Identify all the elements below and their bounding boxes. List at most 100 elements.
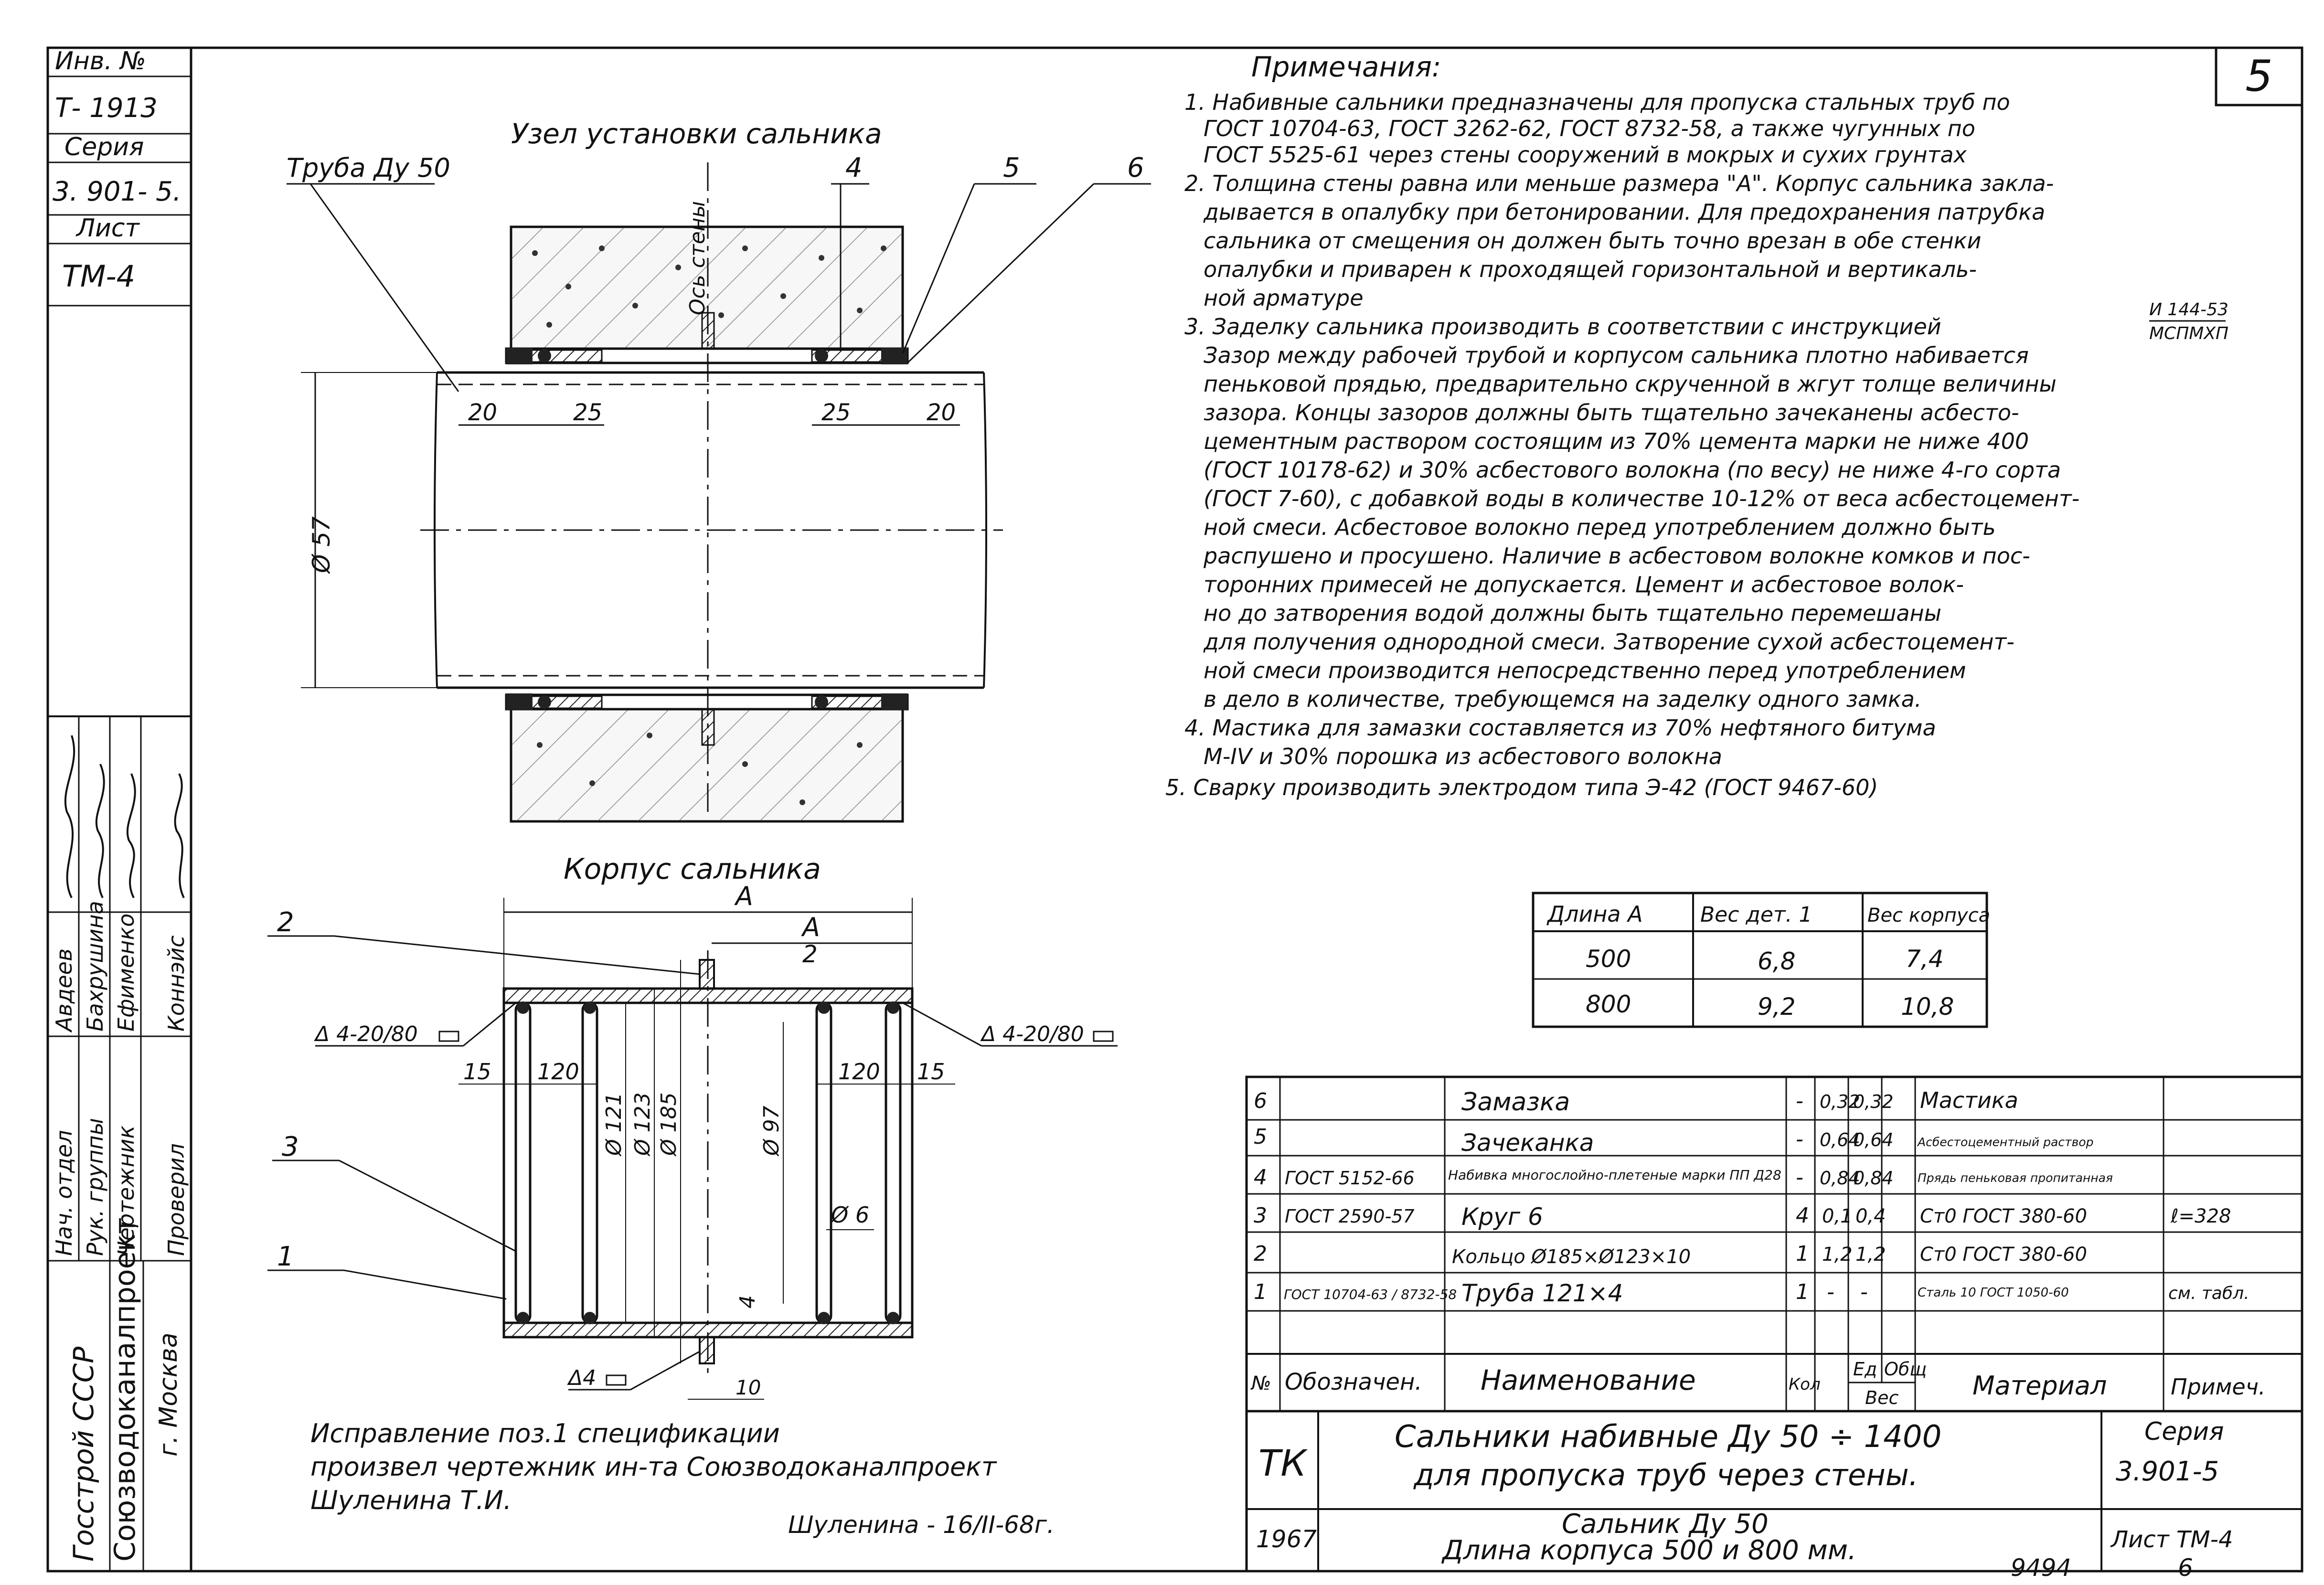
dim-20-left: 20 xyxy=(468,399,497,426)
title-block: ТК 1967 Сальники набивные Ду 50 ÷ 1400 д… xyxy=(1245,1410,2303,1573)
spec-w1: 0,1 xyxy=(1822,1205,1853,1227)
note-line-15: (ГОСТ 7-60), с добавкой воды в количеств… xyxy=(1204,486,2079,511)
spec-qty: 1 xyxy=(1796,1280,1809,1304)
spec-qty: - xyxy=(1796,1165,1803,1190)
sheet-value: ТМ-4 xyxy=(62,259,135,294)
weight-cell: 9,2 xyxy=(1758,993,1796,1021)
series-value: 3. 901- 5. xyxy=(53,176,181,207)
spec-qty: - xyxy=(1796,1089,1803,1113)
title-year: 1967 xyxy=(1256,1525,1317,1553)
spec-header-w1: Ед xyxy=(1853,1359,1877,1380)
note-line-7: опалубки и приварен к проходящей горизон… xyxy=(1204,256,1977,282)
spec-w1: 0,84 xyxy=(1820,1168,1860,1189)
callout-3: 3 xyxy=(282,1131,299,1162)
dim-25-left: 25 xyxy=(573,399,602,426)
spec-w1: 0,64 xyxy=(1820,1129,1860,1150)
title-series-label: Серия xyxy=(2144,1417,2224,1446)
spec-material: Сталь 10 ГОСТ 1050-60 xyxy=(1918,1286,2069,1300)
spec-w2: 1,2 xyxy=(1855,1244,1886,1266)
spec-header-pos: № xyxy=(1250,1372,1271,1394)
note-line-18: торонних примесей не допускается. Цемент… xyxy=(1204,572,1964,597)
spec-material: Прядь пеньковая пропитанная xyxy=(1918,1171,2113,1185)
dim-4: 4 xyxy=(736,1295,760,1308)
spec-material: Мастика xyxy=(1920,1087,2018,1113)
body-title: Корпус сальника xyxy=(564,852,821,886)
callout-5: 5 xyxy=(1003,152,1020,183)
spec-header-w2: Общ xyxy=(1884,1359,1927,1380)
dim-d6: Ø 6 xyxy=(830,1202,869,1228)
spec-pos: 5 xyxy=(1254,1125,1267,1149)
page-number-box: 5 xyxy=(2215,46,2303,106)
spec-w2: 0,84 xyxy=(1853,1168,1894,1189)
dim-120-left: 120 xyxy=(537,1059,579,1085)
subtitle-line-1: Сальник Ду 50 xyxy=(1562,1509,1769,1540)
spec-doc: ГОСТ 5152-66 xyxy=(1285,1168,1415,1189)
signer-name-2: Бахрушина xyxy=(82,901,108,1032)
installation-title: Узел установки сальника xyxy=(511,117,882,150)
dim-15-right: 15 xyxy=(917,1059,945,1085)
spec-note: см. табл. xyxy=(2168,1284,2249,1303)
dim-d121: Ø 121 xyxy=(602,1092,626,1157)
spec-material: Ст0 ГОСТ 380-60 xyxy=(1920,1244,2087,1266)
weight-header-part: Вес дет. 1 xyxy=(1700,903,1812,927)
weight-cell: 10,8 xyxy=(1901,993,1954,1021)
signer-role-1: Нач. отдел xyxy=(51,1130,77,1256)
note-line-13: цементным раствором состоящим из 70% цем… xyxy=(1204,428,2029,454)
spec-header-material: Материал xyxy=(1972,1371,2107,1401)
spec-table: 6 Замазка - 0,32 0,32 Мастика 5 Зачеканк… xyxy=(1245,1075,2303,1413)
spec-doc: ГОСТ 10704-63 / 8732-58 xyxy=(1284,1287,1457,1302)
weight-cell: 800 xyxy=(1586,990,1631,1018)
weight-cell: 6,8 xyxy=(1758,947,1796,975)
org-city: г. Москва xyxy=(154,1332,183,1457)
sidebar-stamp: Инв. № Т- 1913 Серия 3. 901- 5. Лист ТМ-… xyxy=(47,47,192,1572)
signatures xyxy=(64,735,185,898)
org-soyuzvodokanalproekt: Союзводоканалпроект xyxy=(108,1217,142,1562)
signer-role-2: Рук. группы xyxy=(82,1118,108,1256)
body-view: Корпус сальника А А 2 xyxy=(267,852,1118,1400)
signer-role-4: Проверил xyxy=(163,1143,189,1256)
dim-2: 2 xyxy=(802,940,818,968)
note-line-22: в дело в количестве, требующемся на заде… xyxy=(1204,686,1921,712)
note-line-4: 2. Толщина стены равна или меньше размер… xyxy=(1184,170,2054,196)
page-number: 5 xyxy=(2245,51,2272,101)
dim-a-half: А xyxy=(801,912,820,942)
weight-cell: 500 xyxy=(1586,945,1631,973)
footer-number: 9494 xyxy=(2011,1554,2071,1582)
note-line-5: дывается в опалубку при бетонировании. Д… xyxy=(1203,199,2045,225)
inv-value: Т- 1913 xyxy=(55,93,158,124)
dim-15-left: 15 xyxy=(463,1059,491,1085)
spec-name: Круг 6 xyxy=(1461,1203,1543,1231)
callout-2: 2 xyxy=(277,907,294,938)
note-line-20: для получения однородной смеси. Затворен… xyxy=(1203,629,2015,655)
dim-d185: Ø 185 xyxy=(657,1092,681,1157)
title-series-value: 3.901-5 xyxy=(2116,1456,2219,1487)
dim-20-right: 20 xyxy=(927,399,956,426)
weight-header-length: Длина А xyxy=(1546,901,1643,927)
dim-25-right: 25 xyxy=(821,399,851,426)
spec-header-name: Наименование xyxy=(1481,1364,1696,1396)
note-line-17: распушено и просушено. Наличие в асбесто… xyxy=(1203,543,2030,569)
correction-line-3: Шуленина Т.И. xyxy=(310,1485,512,1515)
spec-pos: 2 xyxy=(1254,1242,1267,1266)
notes: Примечания: 1. Набивные сальники предназ… xyxy=(1165,51,2228,800)
dim-120-right: 120 xyxy=(838,1059,880,1085)
correction-line-2: произвел чертежник ин-та Союзводоканалпр… xyxy=(310,1452,997,1482)
instruction-ref-bottom: МСПМХП xyxy=(2149,324,2228,343)
dim-10: 10 xyxy=(736,1376,761,1399)
signer-name-4: Коннэйс xyxy=(163,936,189,1032)
spec-doc: ГОСТ 2590-57 xyxy=(1285,1206,1415,1227)
spec-pos: 6 xyxy=(1254,1089,1267,1113)
correction-line-1: Исправление поз.1 спецификации xyxy=(310,1418,780,1448)
note-line-21: ной смеси производится непосредственно п… xyxy=(1204,658,1966,683)
wall-axis-label: Ось стены xyxy=(685,201,710,315)
dim-d57: Ø 57 xyxy=(308,516,335,574)
title-code: ТК xyxy=(1258,1442,1308,1484)
spec-w1: - xyxy=(1827,1280,1834,1304)
callout-4: 4 xyxy=(845,152,863,183)
spec-header-weight: Вес xyxy=(1865,1387,1898,1408)
series-label: Серия xyxy=(64,133,144,161)
note-line-14: (ГОСТ 10178-62) и 30% асбестового волокн… xyxy=(1204,457,2061,483)
spec-w1: 0,32 xyxy=(1820,1091,1860,1112)
note-line-11: пеньковой прядью, предварительно скручен… xyxy=(1204,371,2057,397)
weight-table: Длина А Вес дет. 1 Вес корпуса 500 6,8 7… xyxy=(1532,892,1990,1028)
